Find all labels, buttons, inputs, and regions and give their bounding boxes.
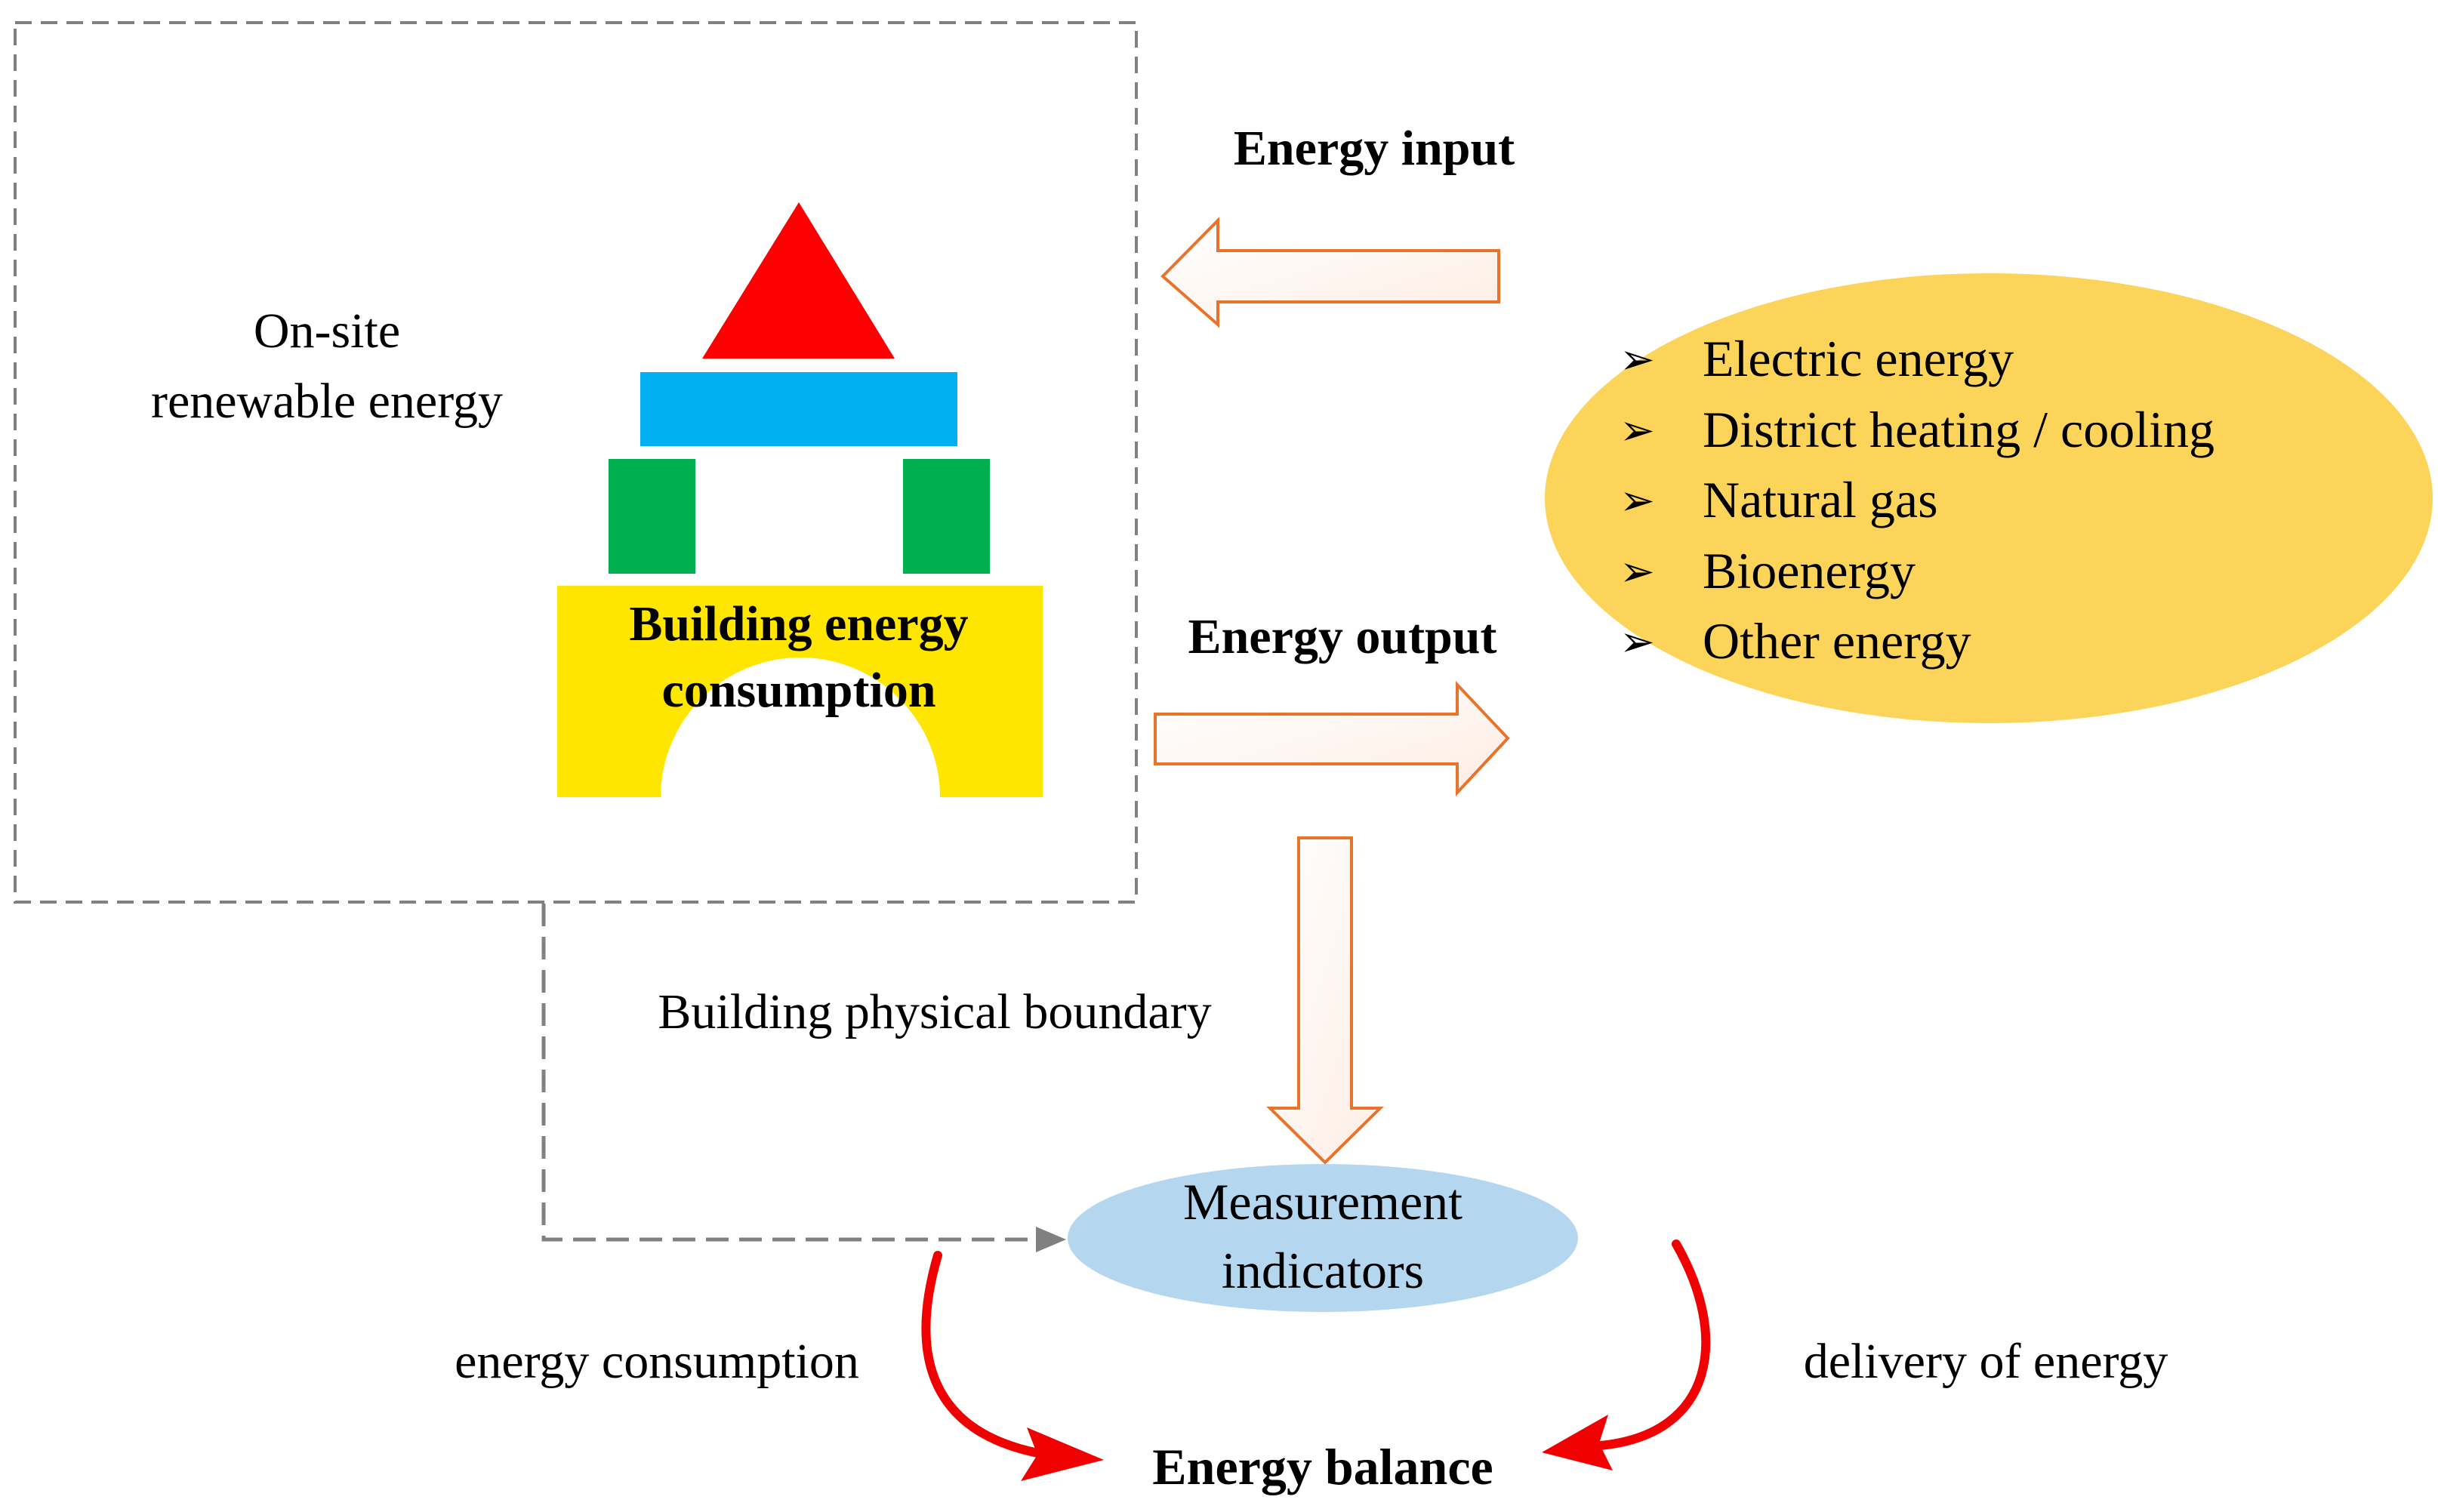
bullet-arrow-icon: ➢ bbox=[1620, 478, 1655, 525]
source-item: ➢ Other energy bbox=[1620, 612, 1971, 670]
source-item: ➢ Natural gas bbox=[1620, 471, 1938, 528]
energy-input-arrow bbox=[1160, 217, 1500, 328]
source-label: Bioenergy bbox=[1703, 542, 1916, 599]
building-label-line1: Building energy bbox=[629, 596, 968, 651]
measurement-label-line2: indicators bbox=[1222, 1242, 1424, 1299]
measurement-indicators-ellipse bbox=[1068, 1164, 1578, 1312]
left-pillar bbox=[609, 459, 695, 574]
energy-output-arrow bbox=[1154, 680, 1510, 797]
consumption-arrowhead bbox=[1021, 1427, 1104, 1481]
energy-consumption-label: energy consumption bbox=[455, 1334, 859, 1389]
source-label: District heating / cooling bbox=[1703, 401, 2215, 458]
bullet-arrow-icon: ➢ bbox=[1620, 408, 1655, 454]
connector-arrowhead bbox=[1036, 1227, 1066, 1252]
bullet-arrow-icon: ➢ bbox=[1620, 337, 1655, 383]
source-label: Electric energy bbox=[1703, 330, 2014, 387]
bullet-arrow-icon: ➢ bbox=[1620, 549, 1655, 596]
building-label-line2: consumption bbox=[661, 663, 935, 718]
energy-sources-ellipse bbox=[1545, 273, 2433, 723]
energy-sources-list: ➢ Electric energy ➢ District heating / c… bbox=[1620, 330, 2215, 670]
boundary-label: Building physical boundary bbox=[658, 984, 1211, 1039]
renewable-label-line1: On-site bbox=[254, 303, 400, 359]
delivery-curved-arrow bbox=[1596, 1239, 1711, 1450]
source-item: ➢ District heating / cooling bbox=[1620, 401, 2215, 458]
energy-input-label: Energy input bbox=[1234, 121, 1515, 176]
delivery-arrowhead bbox=[1542, 1415, 1613, 1470]
right-pillar bbox=[903, 459, 990, 574]
source-item: ➢ Bioenergy bbox=[1620, 542, 1916, 599]
down-block-arrow bbox=[1266, 836, 1384, 1165]
boundary-connector-dashed bbox=[541, 904, 1034, 1242]
source-label: Natural gas bbox=[1703, 471, 1938, 528]
energy-output-label: Energy output bbox=[1188, 609, 1497, 664]
delivery-of-energy-label: delivery of energy bbox=[1804, 1334, 2168, 1389]
source-item: ➢ Electric energy bbox=[1620, 330, 2014, 387]
base-arch-block bbox=[557, 586, 1043, 797]
source-label: Other energy bbox=[1703, 612, 1971, 670]
roof-triangle bbox=[702, 202, 895, 359]
renewable-label-line2: renewable energy bbox=[151, 374, 503, 429]
energy-balance-label: Energy balance bbox=[1152, 1438, 1493, 1495]
beam-block bbox=[640, 372, 957, 446]
bullet-arrow-icon: ➢ bbox=[1620, 619, 1655, 666]
consumption-curved-arrow bbox=[921, 1251, 1043, 1458]
building-blocks-icon bbox=[557, 202, 1043, 797]
measurement-label-line1: Measurement bbox=[1183, 1173, 1462, 1230]
